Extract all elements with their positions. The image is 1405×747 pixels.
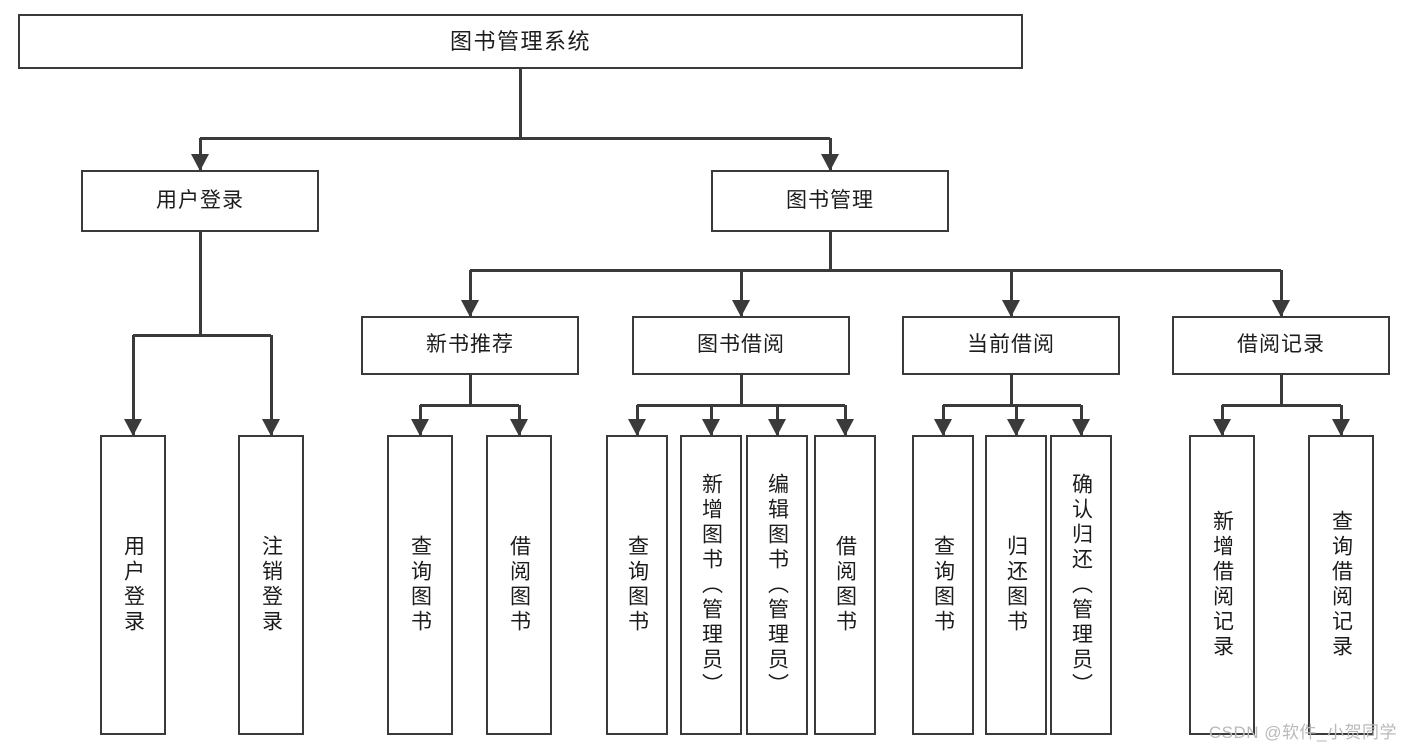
arrowhead-icon bbox=[934, 419, 952, 436]
node-label-user-login: 用户登录 bbox=[156, 188, 244, 212]
node-leaf-return-book[interactable]: 归还图书 bbox=[985, 435, 1047, 735]
arrowhead-icon bbox=[411, 419, 429, 436]
node-label-root: 图书管理系统 bbox=[449, 28, 591, 54]
node-user-login[interactable]: 用户登录 bbox=[81, 170, 319, 232]
node-leaf-query-book-1[interactable]: 查询图书 bbox=[387, 435, 453, 735]
arrowhead-icon bbox=[510, 419, 528, 436]
connector-stem-book-borrow bbox=[739, 375, 743, 405]
connector-stem-current-borrow bbox=[1009, 375, 1013, 405]
arrowhead-icon bbox=[1002, 300, 1020, 317]
node-borrow-record[interactable]: 借阅记录 bbox=[1172, 316, 1390, 375]
node-label-leaf-query-book-2: 查询图书 bbox=[625, 535, 649, 635]
node-leaf-add-record[interactable]: 新增借阅记录 bbox=[1189, 435, 1255, 735]
node-label-leaf-borrow-book-1: 借阅图书 bbox=[507, 535, 531, 635]
connector-stem-root bbox=[519, 69, 522, 138]
node-leaf-borrow-book-2[interactable]: 借阅图书 bbox=[814, 435, 876, 735]
connector-bus-root bbox=[200, 136, 830, 140]
connector-drop-current-borrow bbox=[1009, 270, 1013, 316]
node-label-leaf-query-record: 查询借阅记录 bbox=[1329, 510, 1353, 660]
connector-stem-book-manage bbox=[828, 232, 832, 270]
arrowhead-icon bbox=[1072, 419, 1090, 436]
connector-drop-borrow-record bbox=[1279, 270, 1283, 316]
node-label-leaf-return-book: 归还图书 bbox=[1004, 535, 1028, 635]
node-leaf-query-record[interactable]: 查询借阅记录 bbox=[1308, 435, 1374, 735]
connector-drop-book-borrow bbox=[739, 270, 743, 316]
connector-bus-book-manage bbox=[470, 268, 1281, 272]
arrowhead-icon bbox=[732, 300, 750, 317]
connector-stem-new-book-recommend bbox=[468, 375, 472, 405]
node-label-current-borrow: 当前借阅 bbox=[967, 333, 1055, 357]
node-new-book-recommend[interactable]: 新书推荐 bbox=[361, 316, 579, 375]
node-label-leaf-edit-book: 编辑图书（管理员） bbox=[765, 472, 789, 698]
connector-stem-borrow-record bbox=[1279, 375, 1283, 405]
connector-bus-user-login bbox=[133, 333, 271, 337]
node-label-leaf-add-record: 新增借阅记录 bbox=[1210, 510, 1234, 660]
node-leaf-query-book-3[interactable]: 查询图书 bbox=[912, 435, 974, 735]
node-label-leaf-query-book-3: 查询图书 bbox=[931, 535, 955, 635]
node-label-new-book-recommend: 新书推荐 bbox=[426, 333, 514, 357]
node-leaf-edit-book[interactable]: 编辑图书（管理员） bbox=[746, 435, 808, 735]
arrowhead-icon bbox=[1007, 419, 1025, 436]
arrowhead-icon bbox=[1332, 419, 1350, 436]
arrowhead-icon bbox=[628, 419, 646, 436]
arrowhead-icon bbox=[836, 419, 854, 436]
node-leaf-confirm-return[interactable]: 确认归还（管理员） bbox=[1050, 435, 1112, 735]
connector-stem-user-login bbox=[198, 232, 202, 335]
connector-bus-new-book-recommend bbox=[420, 403, 519, 407]
node-root[interactable]: 图书管理系统 bbox=[18, 14, 1023, 69]
node-leaf-query-book-2[interactable]: 查询图书 bbox=[606, 435, 668, 735]
node-label-leaf-confirm-return: 确认归还（管理员） bbox=[1069, 472, 1093, 698]
arrowhead-icon bbox=[191, 154, 209, 171]
node-label-leaf-borrow-book-2: 借阅图书 bbox=[833, 535, 857, 635]
arrowhead-icon bbox=[124, 419, 142, 436]
node-leaf-add-book[interactable]: 新增图书（管理员） bbox=[680, 435, 742, 735]
arrowhead-icon bbox=[1213, 419, 1231, 436]
node-label-book-borrow: 图书借阅 bbox=[697, 333, 785, 357]
node-label-book-manage: 图书管理 bbox=[786, 188, 874, 212]
node-label-borrow-record: 借阅记录 bbox=[1237, 333, 1325, 357]
node-leaf-borrow-book-1[interactable]: 借阅图书 bbox=[486, 435, 552, 735]
arrowhead-icon bbox=[461, 300, 479, 317]
node-label-leaf-add-book: 新增图书（管理员） bbox=[699, 472, 723, 698]
connector-bus-current-borrow bbox=[943, 403, 1081, 407]
connector-drop-leaf-user-login bbox=[131, 335, 135, 435]
arrowhead-icon bbox=[821, 154, 839, 171]
node-label-leaf-query-book-1: 查询图书 bbox=[408, 535, 432, 635]
arrowhead-icon bbox=[262, 419, 280, 436]
node-label-leaf-user-login: 用户登录 bbox=[121, 535, 145, 635]
node-current-borrow[interactable]: 当前借阅 bbox=[902, 316, 1120, 375]
arrowhead-icon bbox=[1272, 300, 1290, 317]
node-label-leaf-user-logout: 注销登录 bbox=[259, 535, 283, 635]
arrowhead-icon bbox=[702, 419, 720, 436]
connector-bus-book-borrow bbox=[637, 403, 845, 407]
connector-drop-new-book-recommend bbox=[468, 270, 472, 316]
node-leaf-user-login[interactable]: 用户登录 bbox=[100, 435, 166, 735]
node-leaf-user-logout[interactable]: 注销登录 bbox=[238, 435, 304, 735]
node-book-manage[interactable]: 图书管理 bbox=[711, 170, 949, 232]
watermark: CSDN @软件_小贺同学 bbox=[1208, 723, 1397, 742]
arrowhead-icon bbox=[768, 419, 786, 436]
connector-bus-borrow-record bbox=[1222, 403, 1341, 407]
node-book-borrow[interactable]: 图书借阅 bbox=[632, 316, 850, 375]
connector-drop-leaf-user-logout bbox=[269, 335, 273, 435]
